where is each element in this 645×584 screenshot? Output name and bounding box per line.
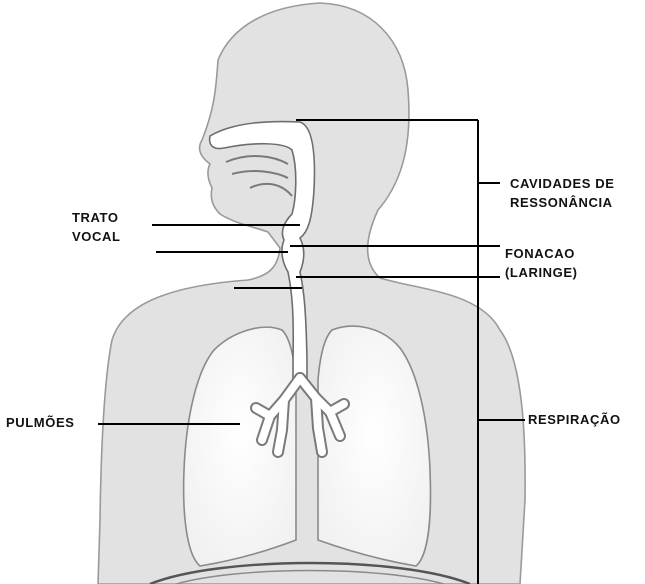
label-trato-vocal: TRATO VOCAL <box>72 208 121 246</box>
body-silhouette <box>98 3 525 584</box>
label-pulmoes: PULMÕES <box>6 413 74 432</box>
label-cavidades: CAVIDADES DE <box>510 174 614 193</box>
label-vocal: VOCAL <box>72 227 121 246</box>
label-ressonancia: RESSONÂNCIA <box>510 193 614 212</box>
label-trato: TRATO <box>72 208 121 227</box>
label-laringe: (LARINGE) <box>505 263 578 282</box>
label-fonacao: FONACAO <box>505 244 578 263</box>
label-cavidades-de-ressonancia: CAVIDADES DE RESSONÂNCIA <box>510 174 614 212</box>
label-respiracao: RESPIRAÇÃO <box>528 410 621 429</box>
label-fonacao-laringe: FONACAO (LARINGE) <box>505 244 578 282</box>
